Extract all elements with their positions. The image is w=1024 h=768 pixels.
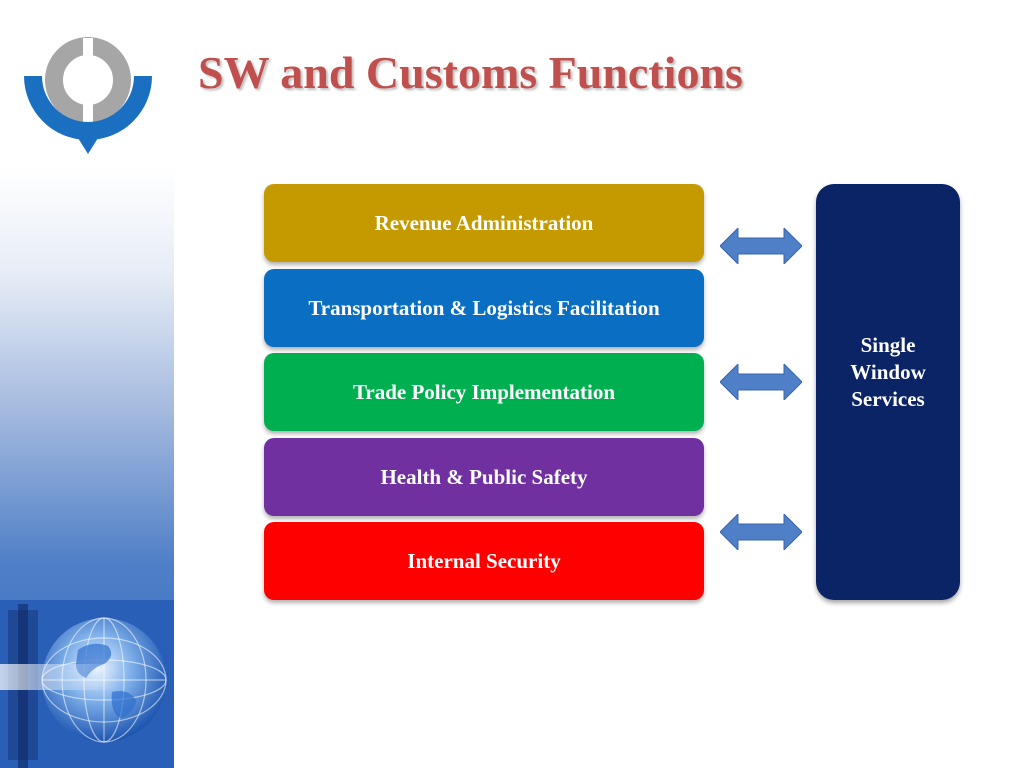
function-label: Transportation & Logistics Facilitation xyxy=(308,295,660,320)
single-window-line: Window xyxy=(850,359,926,384)
single-window-box: Single Window Services xyxy=(816,184,960,600)
double-arrow-icon xyxy=(720,228,802,264)
function-box-trade-policy: Trade Policy Implementation xyxy=(264,353,704,431)
function-box-revenue: Revenue Administration xyxy=(264,184,704,262)
organization-logo-icon xyxy=(24,37,152,154)
single-window-line: Single xyxy=(860,332,916,357)
function-label: Trade Policy Implementation xyxy=(352,379,616,404)
single-window-line: Services xyxy=(851,386,925,411)
function-box-health-safety: Health & Public Safety xyxy=(264,438,704,516)
function-box-transportation: Transportation & Logistics Facilitation xyxy=(264,269,704,347)
function-label: Internal Security xyxy=(407,548,561,573)
function-label: Health & Public Safety xyxy=(380,464,588,489)
function-box-internal-security: Internal Security xyxy=(264,522,704,600)
double-arrow-icon xyxy=(720,364,802,400)
single-window-label: Single Window Services xyxy=(850,332,925,413)
slide-title: SW and Customs Functions xyxy=(198,47,743,98)
double-arrow-icon xyxy=(720,514,802,550)
function-label: Revenue Administration xyxy=(374,210,594,235)
globe-icon xyxy=(0,600,174,768)
